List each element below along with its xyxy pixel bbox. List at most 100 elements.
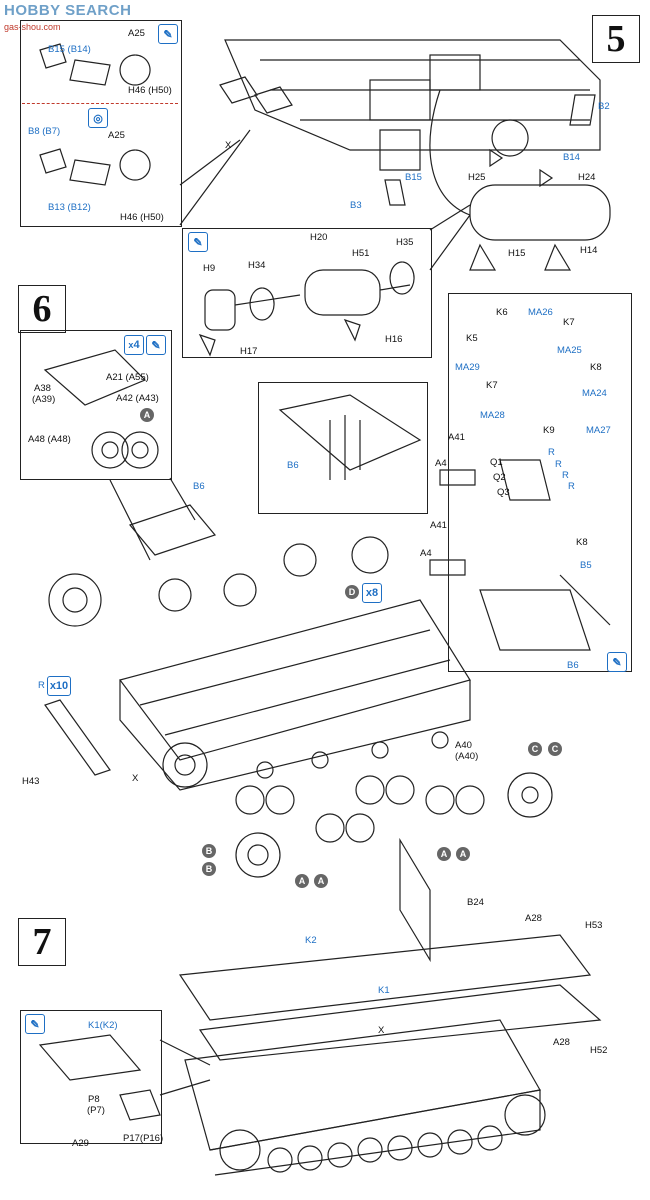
label-b6-main: B6 <box>193 481 205 492</box>
label-h34: H34 <box>248 260 266 271</box>
label-h9: H9 <box>203 263 216 274</box>
label-a25-lower: A25 <box>108 130 125 141</box>
label-a29: A29 <box>72 1138 89 1149</box>
watermark-brand: HOBBY SEARCH <box>4 2 132 19</box>
quantity-badge-x10: x10 <box>47 676 71 696</box>
label-b3: B3 <box>350 200 362 211</box>
step5-inset-tracks-sprocket <box>20 20 182 227</box>
quantity-value: 4 <box>133 339 140 351</box>
label-a41-lower: A41 <box>430 520 447 531</box>
label-a21-a55: A21 (A55) <box>106 372 149 383</box>
label-p17-p16: P17(P16) <box>123 1133 164 1144</box>
wheel-marker-a-right: A <box>437 847 451 861</box>
label-b5: B5 <box>580 560 592 571</box>
label-h25: H25 <box>468 172 486 183</box>
step-number-5: 5 <box>592 15 640 63</box>
label-ma27: MA27 <box>586 425 611 436</box>
label-h46-upper: H46 (H50) <box>128 85 172 96</box>
label-r3: R <box>562 470 569 481</box>
label-p8: P8 <box>88 1094 100 1105</box>
watermark-site: gas-shou.com <box>4 22 61 32</box>
label-a41-upper: A41 <box>448 432 465 443</box>
label-k2: K2 <box>305 935 317 946</box>
label-b15: B15 <box>405 172 422 183</box>
label-p7: (P7) <box>87 1105 105 1116</box>
label-b13-b12: B13 (B12) <box>48 202 91 213</box>
wheel-marker-a-left-paren: A <box>314 874 328 888</box>
label-h35: H35 <box>396 237 414 248</box>
label-h53: H53 <box>585 920 603 931</box>
step6-inset-right <box>448 293 632 672</box>
wheel-marker-d: D <box>345 585 359 599</box>
glue-icon: ✎ <box>158 24 178 44</box>
quantity-badge-x8: x8 <box>362 583 382 603</box>
label-b6-right: B6 <box>567 660 579 671</box>
label-x-step6: X <box>132 773 139 784</box>
label-x-step7: X <box>378 1025 385 1036</box>
label-a4-lower: A4 <box>420 548 432 559</box>
glue-icon: ✎ <box>146 335 166 355</box>
label-r2: R <box>555 459 562 470</box>
label-a28-upper: A28 <box>525 913 542 924</box>
step7-inset-fender-detail <box>20 1010 162 1144</box>
label-k1: K1 <box>378 985 390 996</box>
step6-inset-bogie <box>20 330 172 480</box>
wheel-marker-b-paren: B <box>202 862 216 876</box>
label-r-track: R <box>38 680 45 691</box>
label-h52: H52 <box>590 1045 608 1056</box>
label-q3: Q3 <box>497 487 510 498</box>
label-b24: B24 <box>467 897 484 908</box>
label-b6-inset: B6 <box>287 460 299 471</box>
wheel-marker-c: C <box>528 742 542 756</box>
label-ma26: MA26 <box>528 307 553 318</box>
separator-line <box>22 103 178 104</box>
label-a38: A38 <box>34 383 51 394</box>
label-h46-lower: H46 (H50) <box>120 212 164 223</box>
label-b2: B2 <box>598 101 610 112</box>
label-x-step5: X <box>225 140 232 151</box>
label-a40: A40 <box>455 740 472 751</box>
label-h16: H16 <box>385 334 403 345</box>
label-b14: B14 <box>563 152 580 163</box>
label-r1: R <box>548 447 555 458</box>
label-b8-b7: B8 (B7) <box>28 126 61 137</box>
label-q2: Q2 <box>493 472 506 483</box>
label-r4: R <box>568 481 575 492</box>
label-q1: Q1 <box>490 457 503 468</box>
label-ma29: MA29 <box>455 362 480 373</box>
label-k8-upper: K8 <box>590 362 602 373</box>
label-h20: H20 <box>310 232 328 243</box>
wheel-marker-a-left: A <box>295 874 309 888</box>
label-a4-upper: A4 <box>435 458 447 469</box>
cement-icon: ◎ <box>88 108 108 128</box>
label-h15: H15 <box>508 248 526 259</box>
label-k7-lower: K7 <box>486 380 498 391</box>
label-a42-a43: A42 (A43) <box>116 393 159 404</box>
label-h51: H51 <box>352 248 370 259</box>
label-k9: K9 <box>543 425 555 436</box>
label-a48: A48 (A48) <box>28 434 71 445</box>
wheel-marker-b: B <box>202 844 216 858</box>
wheel-marker-a: A <box>140 408 154 422</box>
label-k1-k2: K1(K2) <box>88 1020 118 1031</box>
label-a28-lower: A28 <box>553 1037 570 1048</box>
label-b15-b14: B15 (B14) <box>48 44 91 55</box>
wheel-marker-a-right-paren: A <box>456 847 470 861</box>
label-h17: H17 <box>240 346 258 357</box>
glue-icon: ✎ <box>188 232 208 252</box>
step5-inset-muffler <box>182 228 432 358</box>
label-ma28: MA28 <box>480 410 505 421</box>
step-number-7: 7 <box>18 918 66 966</box>
label-a39: (A39) <box>32 394 56 405</box>
label-k8-lower: K8 <box>576 537 588 548</box>
glue-icon: ✎ <box>25 1014 45 1034</box>
label-k7-upper: K7 <box>563 317 575 328</box>
label-h24: H24 <box>578 172 596 183</box>
label-ma24: MA24 <box>582 388 607 399</box>
wheel-marker-c-paren: C <box>548 742 562 756</box>
label-k5: K5 <box>466 333 478 344</box>
step6-inset-b6 <box>258 382 428 514</box>
step-number-6: 6 <box>18 285 66 333</box>
